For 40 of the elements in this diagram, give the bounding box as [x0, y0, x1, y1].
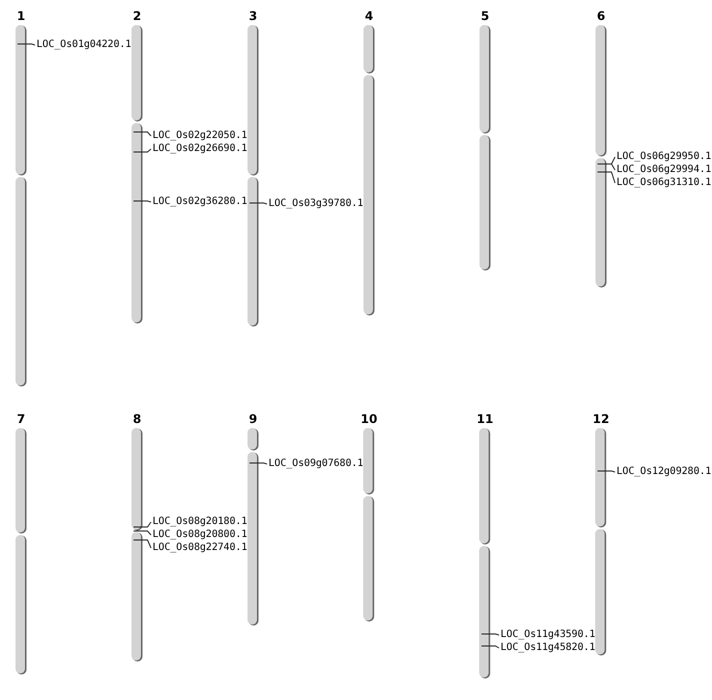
chromosome-number: 3 [248, 9, 258, 23]
chromosome-number: 7 [16, 412, 26, 426]
chromosome-number: 2 [132, 9, 142, 23]
chromosome-number: 11 [476, 412, 494, 426]
gene-label: LOC_Os06g29994.1 [616, 164, 712, 176]
leader-line [133, 132, 152, 136]
leader-line [133, 530, 152, 536]
leader-line [481, 634, 500, 636]
gene-label: LOC_Os08g20180.1 [152, 516, 248, 528]
leader-line [133, 540, 152, 548]
leader-line [597, 172, 616, 184]
gene-label: LOC_Os06g31310.1 [616, 177, 712, 189]
leader-line [481, 646, 500, 648]
gene-label: LOC_Os06g29950.1 [616, 151, 712, 163]
gene-label: LOC_Os02g26690.1 [152, 143, 248, 155]
chromosome-number: 5 [480, 9, 490, 23]
chromosome-number: 8 [132, 412, 142, 426]
chromosome-number: 10 [360, 412, 378, 426]
gene-label: LOC_Os02g22050.1 [152, 130, 248, 142]
leader-line [249, 462, 268, 464]
leader-line [133, 148, 152, 152]
chromosome-number: 9 [248, 412, 258, 426]
leader-line [249, 202, 268, 204]
gene-label: LOC_Os08g22740.1 [152, 542, 248, 554]
gene-label: LOC_Os11g45820.1 [500, 642, 596, 654]
chromosome-number: 1 [16, 9, 26, 23]
gene-label: LOC_Os08g20800.1 [152, 529, 248, 541]
gene-label: LOC_Os09g07680.1 [268, 458, 364, 470]
gene-label: LOC_Os12g09280.1 [616, 466, 712, 478]
gene-label: LOC_Os03g39780.1 [268, 198, 364, 210]
gene-label: LOC_Os11g43590.1 [500, 629, 596, 641]
gene-label: LOC_Os02g36280.1 [152, 196, 248, 208]
chromosome-number: 4 [364, 9, 374, 23]
chromosome-number: 6 [596, 9, 606, 23]
leader-line [597, 470, 616, 472]
chromosome-number: 12 [592, 412, 610, 426]
leader-line [133, 522, 152, 528]
leader-line [17, 44, 36, 46]
leader-line [133, 200, 152, 202]
gene-label: LOC_Os01g04220.1 [36, 39, 132, 51]
